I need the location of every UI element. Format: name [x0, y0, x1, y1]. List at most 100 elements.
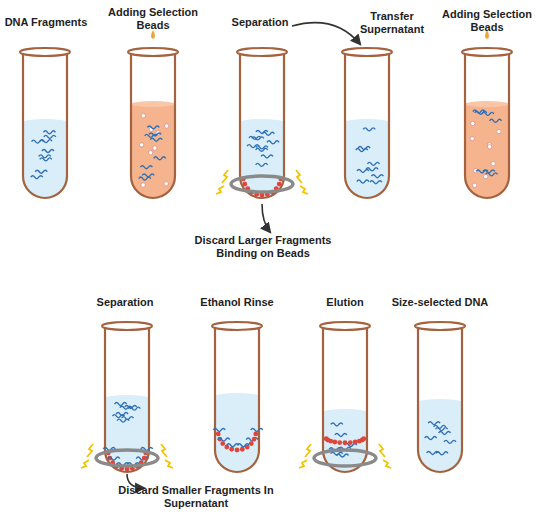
liquid-surface	[105, 395, 149, 401]
test-tube	[462, 30, 512, 198]
dna-fragment	[256, 146, 268, 149]
bead	[343, 440, 348, 445]
test-tube	[299, 322, 391, 472]
bead	[337, 440, 342, 445]
tube-rim	[342, 48, 392, 56]
liquid-surface	[323, 409, 367, 415]
dna-fragment	[142, 174, 154, 177]
magnet-spark	[299, 460, 307, 468]
tube-rim	[212, 322, 262, 330]
droplet	[151, 30, 155, 39]
dna-fragment	[439, 431, 451, 434]
dna-fragment	[486, 173, 498, 176]
bead	[139, 143, 143, 147]
dna-fragment	[427, 451, 439, 454]
liquid-surface	[215, 393, 259, 399]
magnet-spark	[81, 460, 89, 468]
magnet-spark	[379, 444, 385, 457]
bead	[483, 174, 487, 178]
dna-fragment	[331, 452, 343, 455]
dna-fragment	[490, 119, 502, 122]
liquid-surface	[23, 119, 67, 125]
dna-fragment	[367, 162, 379, 165]
dna-fragment	[31, 176, 43, 179]
test-tube	[415, 322, 465, 472]
bead	[164, 124, 168, 128]
dna-fragment	[425, 437, 437, 440]
dna-fragment	[44, 135, 56, 138]
bead	[235, 448, 240, 453]
dna-fragment	[40, 158, 52, 161]
test-tube	[20, 48, 70, 198]
bead	[141, 183, 145, 187]
bead	[361, 436, 366, 441]
dna-fragment	[108, 457, 120, 460]
dna-fragment	[436, 428, 448, 431]
bead	[148, 151, 152, 155]
dna-fragment	[357, 169, 369, 172]
tube-rim	[20, 48, 70, 56]
step-label: Adding Selection Beads	[107, 6, 199, 32]
tube-rim	[128, 48, 178, 56]
dna-fragment	[256, 163, 268, 166]
magnet-ring	[231, 176, 293, 192]
dna-fragment	[261, 155, 273, 158]
bead	[242, 182, 247, 187]
dna-fragment	[42, 150, 54, 153]
liquid	[23, 122, 67, 198]
tube-wall	[215, 326, 259, 472]
magnet-spark	[216, 186, 224, 194]
bead	[497, 129, 501, 133]
bead	[328, 439, 333, 444]
bead	[332, 440, 337, 445]
bead	[141, 114, 145, 118]
dna-fragment	[40, 140, 52, 143]
magnet-spark	[305, 444, 311, 457]
bead	[245, 445, 250, 450]
test-tube	[212, 322, 263, 472]
magnet-spark	[300, 186, 308, 194]
tube-wall	[465, 52, 509, 198]
tube-rim	[237, 48, 287, 56]
step-label: Discard Larger Fragments Binding on Bead…	[183, 234, 343, 260]
dna-fragment	[154, 157, 166, 160]
dna-fragment	[370, 181, 382, 184]
transfer-arrow	[292, 23, 360, 44]
bead	[470, 136, 474, 140]
dna-fragment	[252, 137, 264, 140]
bead	[348, 440, 353, 445]
dna-fragment	[218, 438, 230, 441]
bead	[164, 182, 168, 186]
bead	[224, 445, 229, 450]
step-label: Elution	[305, 296, 385, 309]
dna-fragment	[251, 428, 263, 431]
liquid	[345, 122, 389, 198]
bead	[491, 161, 495, 165]
test-tube	[128, 30, 178, 198]
dna-fragment	[122, 417, 134, 420]
dna-fragment	[39, 155, 51, 158]
step-label: Ethanol Rinse	[197, 296, 277, 309]
tube-rim	[415, 322, 465, 330]
dna-fragment	[35, 170, 47, 173]
step-label: Transfer Supernatant	[337, 10, 447, 36]
liquid	[240, 122, 284, 198]
magnet-ring	[96, 450, 158, 466]
bead	[353, 440, 358, 445]
dna-fragment	[331, 423, 343, 426]
dna-fragment	[444, 440, 456, 443]
bead	[487, 145, 491, 149]
bead	[249, 441, 254, 446]
liquid-surface	[240, 119, 284, 125]
step-label: DNA Fragments	[4, 16, 88, 29]
liquid-surface	[418, 399, 462, 405]
dna-fragment	[371, 175, 383, 178]
liquid-surface	[131, 101, 175, 107]
magnet-spark	[165, 460, 173, 468]
dna-fragment	[482, 112, 494, 115]
tube-wall	[345, 52, 389, 198]
tube-wall	[23, 52, 67, 198]
test-tube	[216, 48, 308, 198]
dna-fragment	[140, 166, 152, 169]
dna-fragment	[335, 433, 347, 436]
